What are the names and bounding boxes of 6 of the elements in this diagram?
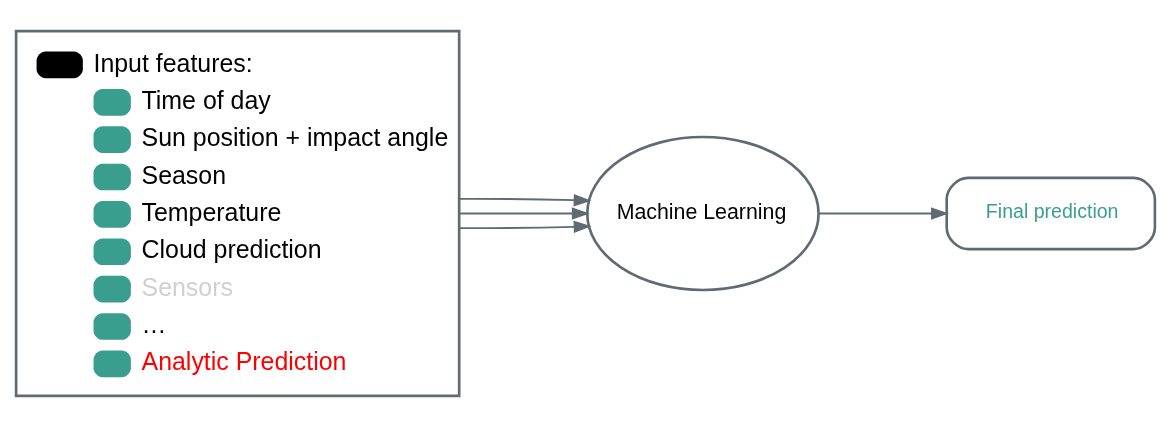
arrow bbox=[458, 193, 592, 207]
arrow bbox=[818, 207, 949, 220]
arrow bbox=[458, 220, 592, 234]
node-box: Final prediction bbox=[945, 176, 1157, 251]
node-ellipse: Machine Learning bbox=[585, 135, 820, 292]
arrow bbox=[458, 207, 590, 220]
